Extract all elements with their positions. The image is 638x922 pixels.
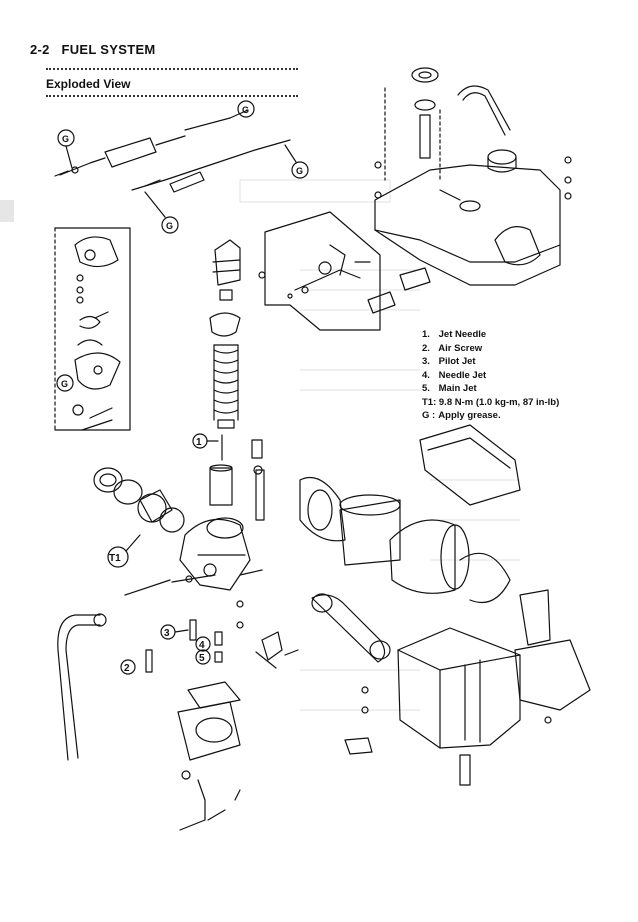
page-side-tab (0, 200, 14, 222)
parts-legend: 1. Jet Needle 2. Air Screw 3. Pilot Jet … (422, 328, 622, 423)
float-bowl (177, 681, 241, 831)
legend-item-main-jet: 5. Main Jet (422, 383, 477, 394)
spacer-tubes (367, 267, 431, 314)
needle-jet: 4 (195, 631, 223, 652)
legend-item-torque: T1: 9.8 N-m (1.0 kg-m, 87 in-lb) (422, 396, 560, 408)
header-rule-bottom (46, 95, 298, 97)
fuel-tap-box (264, 211, 381, 331)
legend-item-jet-needle: 1. Jet Needle (422, 329, 487, 340)
pilot-jet: 3 (160, 619, 197, 641)
torque-callout: T1 (107, 534, 141, 568)
callout-pilot-jet: 3 (164, 628, 170, 639)
grease-callout-cable-4: G (144, 191, 179, 234)
callout-torque: T1 (109, 553, 121, 564)
grease-label: G (62, 134, 69, 144)
air-screw: 2 (120, 649, 153, 675)
air-box-lid (419, 424, 521, 506)
throttle-valve-assembly (209, 239, 266, 429)
intake-duct (311, 593, 391, 663)
air-filter-element (339, 494, 511, 604)
legend-item-pilot-jet: 3. Pilot Jet (422, 356, 476, 367)
section-title: Exploded View (46, 77, 131, 91)
chapter-title: FUEL SYSTEM (61, 42, 156, 57)
legend-item-grease: G : Apply grease. (422, 410, 501, 421)
page-number: 2-2 (30, 42, 50, 57)
air-box-boot (514, 589, 591, 724)
callout-needle-jet: 4 (199, 640, 205, 651)
callout-main-jet: 5 (199, 653, 205, 664)
legend-item-air-screw: 2. Air Screw (422, 342, 483, 354)
grease-callout-cable-3: G (284, 144, 309, 179)
jet-needle: 1 (192, 433, 223, 461)
header-rule-top (46, 68, 298, 70)
fuel-hose-left (57, 613, 107, 761)
grease-callout-cable-2: G (237, 100, 255, 118)
air-cleaner-cover (299, 476, 346, 542)
legend-item-needle-jet: 4. Needle Jet (422, 369, 487, 381)
grease-label: G (61, 379, 68, 389)
grease-callout-case: G (56, 374, 74, 392)
grease-callout-cable-1: G (57, 129, 75, 169)
throttle-valve (209, 439, 265, 521)
callout-air-screw: 2 (124, 663, 130, 674)
carburetor-body (124, 517, 263, 629)
intake-holder-and-rings (93, 465, 263, 533)
page-header: 2-2 FUEL SYSTEM (30, 42, 156, 57)
callout-jet-needle: 1 (196, 437, 202, 448)
grease-label: G (296, 166, 303, 176)
bleed-through-text (239, 179, 521, 711)
throttle-case-box (54, 227, 131, 431)
grease-label: G (242, 105, 249, 115)
fuel-tank (374, 67, 572, 286)
throttle-cable (54, 109, 291, 193)
choke-plunger (255, 631, 299, 669)
grease-label: G (166, 221, 173, 231)
main-jet: 5 (195, 649, 223, 665)
air-box (344, 627, 521, 786)
